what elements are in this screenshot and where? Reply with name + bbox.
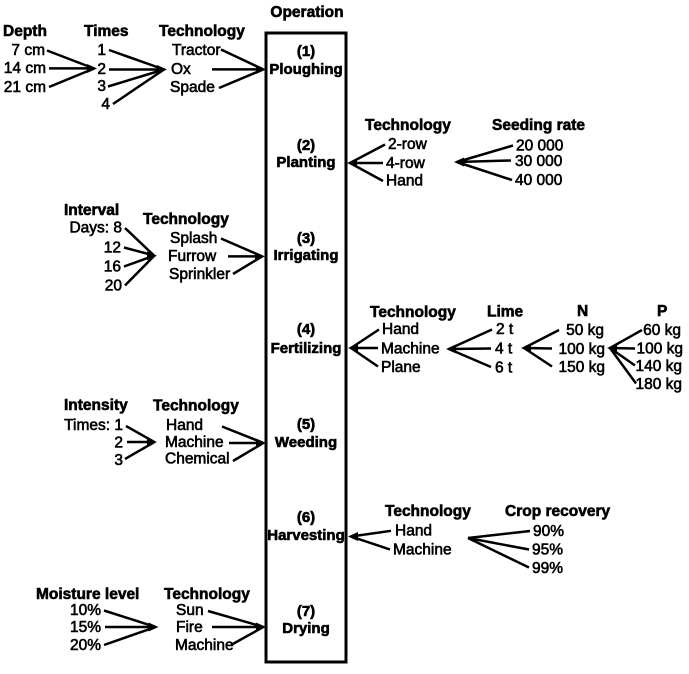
svg-text:Hand: Hand — [166, 417, 203, 434]
svg-text:7 cm: 7 cm — [11, 42, 45, 59]
svg-text:50 kg: 50 kg — [566, 322, 604, 339]
svg-text:2: 2 — [114, 435, 123, 452]
svg-text:Machine: Machine — [165, 434, 224, 451]
svg-text:Machine: Machine — [393, 542, 452, 559]
svg-text:4 t: 4 t — [495, 341, 513, 358]
svg-text:Operation: Operation — [270, 4, 343, 21]
svg-text:Splash: Splash — [170, 230, 217, 247]
svg-text:Weeding: Weeding — [275, 434, 337, 451]
svg-text:(3): (3) — [297, 230, 315, 247]
svg-text:Sun: Sun — [176, 602, 204, 619]
svg-text:(6): (6) — [297, 509, 315, 526]
svg-text:21 cm: 21 cm — [4, 79, 46, 96]
svg-text:(7): (7) — [297, 603, 315, 620]
svg-text:Machine: Machine — [381, 341, 440, 358]
svg-text:3: 3 — [114, 452, 123, 469]
svg-text:Times: Times — [84, 23, 129, 40]
svg-text:Furrow: Furrow — [168, 248, 217, 265]
svg-text:100 kg: 100 kg — [558, 341, 605, 358]
svg-text:20 000: 20 000 — [516, 138, 564, 155]
svg-text:4-row: 4-row — [386, 155, 426, 172]
svg-text:(5): (5) — [297, 416, 315, 433]
svg-text:Ploughing: Ploughing — [269, 61, 342, 78]
svg-text:Intensity: Intensity — [64, 397, 128, 414]
svg-text:Lime: Lime — [487, 304, 524, 321]
svg-text:P: P — [657, 303, 667, 320]
svg-text:Technology: Technology — [164, 586, 250, 603]
svg-text:60 kg: 60 kg — [643, 322, 681, 339]
svg-text:Technology: Technology — [385, 503, 471, 520]
svg-text:Plane: Plane — [381, 359, 421, 376]
svg-text:Ox: Ox — [171, 61, 191, 78]
svg-text:(2): (2) — [297, 137, 315, 154]
svg-text:Drying: Drying — [282, 620, 330, 637]
svg-text:Hand: Hand — [382, 321, 419, 338]
svg-text:1: 1 — [97, 42, 106, 59]
svg-text:Fire: Fire — [176, 619, 203, 636]
svg-text:Spade: Spade — [170, 79, 215, 96]
svg-text:Depth: Depth — [3, 23, 47, 40]
svg-text:150 kg: 150 kg — [558, 359, 605, 376]
svg-text:Machine: Machine — [175, 637, 234, 654]
svg-text:2 t: 2 t — [496, 321, 514, 338]
svg-text:Hand: Hand — [386, 173, 423, 190]
svg-text:30 000: 30 000 — [515, 153, 563, 170]
svg-text:Harvesting: Harvesting — [267, 527, 345, 544]
svg-text:Crop recovery: Crop recovery — [505, 503, 610, 520]
svg-text:Technology: Technology — [370, 304, 456, 321]
svg-text:Irrigating: Irrigating — [273, 247, 338, 264]
svg-text:Planting: Planting — [276, 154, 335, 171]
svg-text:99%: 99% — [532, 560, 563, 577]
svg-text:(4): (4) — [297, 321, 315, 338]
svg-text:90%: 90% — [533, 523, 564, 540]
svg-text:20: 20 — [105, 278, 123, 295]
svg-text:3: 3 — [97, 78, 106, 95]
svg-text:14 cm: 14 cm — [4, 60, 46, 77]
svg-text:2-row: 2-row — [388, 136, 428, 153]
svg-text:Tractor: Tractor — [172, 42, 221, 59]
svg-text:4: 4 — [101, 96, 110, 113]
svg-text:2: 2 — [97, 61, 106, 78]
svg-text:Technology: Technology — [159, 23, 245, 40]
svg-text:15%: 15% — [70, 619, 101, 636]
svg-text:12: 12 — [104, 240, 121, 257]
svg-text:10%: 10% — [70, 602, 101, 619]
svg-text:Technology: Technology — [143, 211, 229, 228]
svg-text:40 000: 40 000 — [515, 172, 563, 189]
svg-text:(1): (1) — [297, 43, 315, 60]
svg-text:100 kg: 100 kg — [636, 341, 683, 358]
svg-text:Fertilizing: Fertilizing — [271, 340, 342, 357]
svg-text:140 kg: 140 kg — [635, 358, 682, 375]
svg-text:Times: 1: Times: 1 — [64, 417, 123, 434]
svg-text:16: 16 — [104, 259, 121, 276]
svg-text:95%: 95% — [532, 542, 563, 559]
svg-text:N: N — [577, 303, 588, 320]
svg-text:Moisture level: Moisture level — [36, 586, 139, 603]
svg-text:Sprinkler: Sprinkler — [169, 266, 230, 283]
svg-text:Technology: Technology — [153, 398, 239, 415]
svg-text:Chemical: Chemical — [165, 451, 230, 468]
svg-text:180 kg: 180 kg — [635, 376, 682, 393]
svg-text:Days: 8: Days: 8 — [69, 220, 122, 237]
svg-text:Technology: Technology — [365, 117, 451, 134]
svg-text:20%: 20% — [70, 637, 101, 654]
svg-text:Seeding rate: Seeding rate — [492, 117, 585, 134]
svg-text:Hand: Hand — [395, 523, 432, 540]
svg-text:6 t: 6 t — [495, 360, 513, 377]
svg-text:Interval: Interval — [64, 202, 119, 219]
